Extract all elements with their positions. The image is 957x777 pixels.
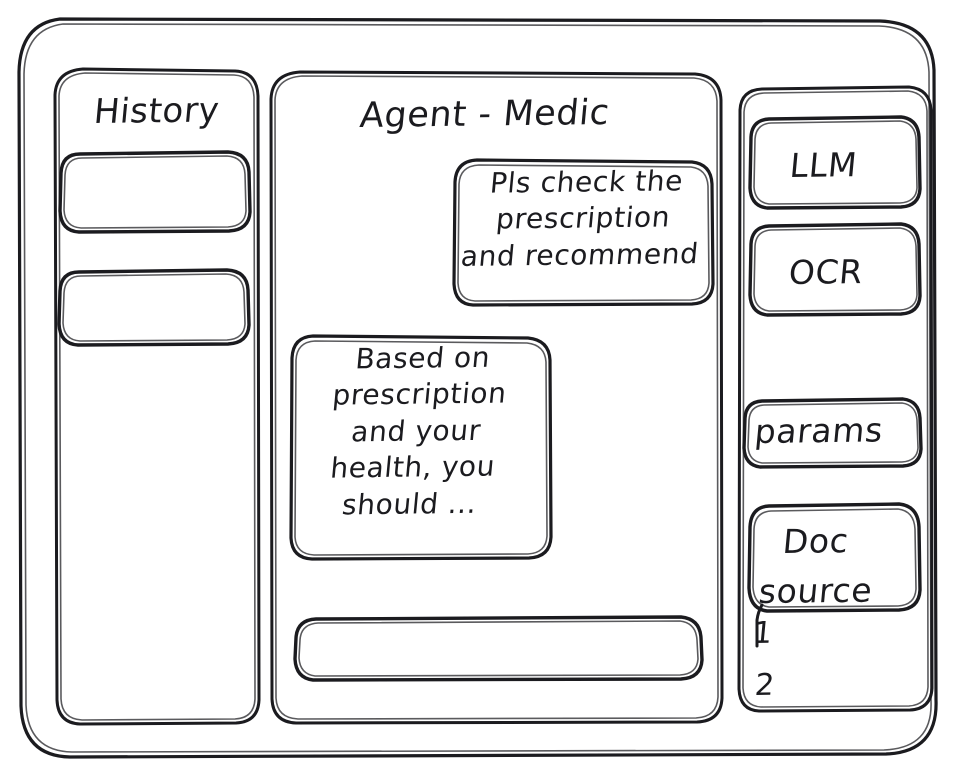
doc-source-card[interactable] <box>749 504 920 611</box>
history-panel-frame <box>53 67 261 726</box>
composer-input-frame[interactable] <box>293 615 704 682</box>
agent-title: Agent - Medic <box>358 92 612 136</box>
history-item-2-frame[interactable] <box>57 268 251 347</box>
sidebar-item-history-1[interactable] <box>60 152 250 232</box>
message-input[interactable] <box>295 617 702 680</box>
doc-source-frame[interactable] <box>747 502 922 613</box>
tool-ocr-frame[interactable] <box>748 222 922 317</box>
user-message-text: Pls check the prescription and recommend <box>459 164 701 273</box>
doc-source-item-1[interactable]: 1 <box>751 615 775 651</box>
tool-llm-frame[interactable] <box>748 115 922 210</box>
doc-source-connector <box>755 603 764 648</box>
page-title: History <box>92 90 222 132</box>
tool-button-ocr[interactable] <box>750 224 920 315</box>
user-message-bubble-frame <box>452 158 715 307</box>
assistant-message-text: Based on prescription and your health, y… <box>328 340 509 521</box>
assistant-message-bubble-frame <box>289 334 553 561</box>
tool-button-params[interactable] <box>744 399 921 467</box>
tool-button-llm[interactable] <box>750 117 920 208</box>
doc-source-item-2[interactable]: 2 <box>753 667 777 703</box>
history-item-1-frame[interactable] <box>58 150 252 234</box>
tool-params-frame[interactable] <box>742 397 923 469</box>
app-window-frame <box>17 17 938 759</box>
tools-panel-frame <box>737 85 934 713</box>
sidebar-item-history-2[interactable] <box>59 270 249 345</box>
main-panel-frame <box>269 70 724 725</box>
